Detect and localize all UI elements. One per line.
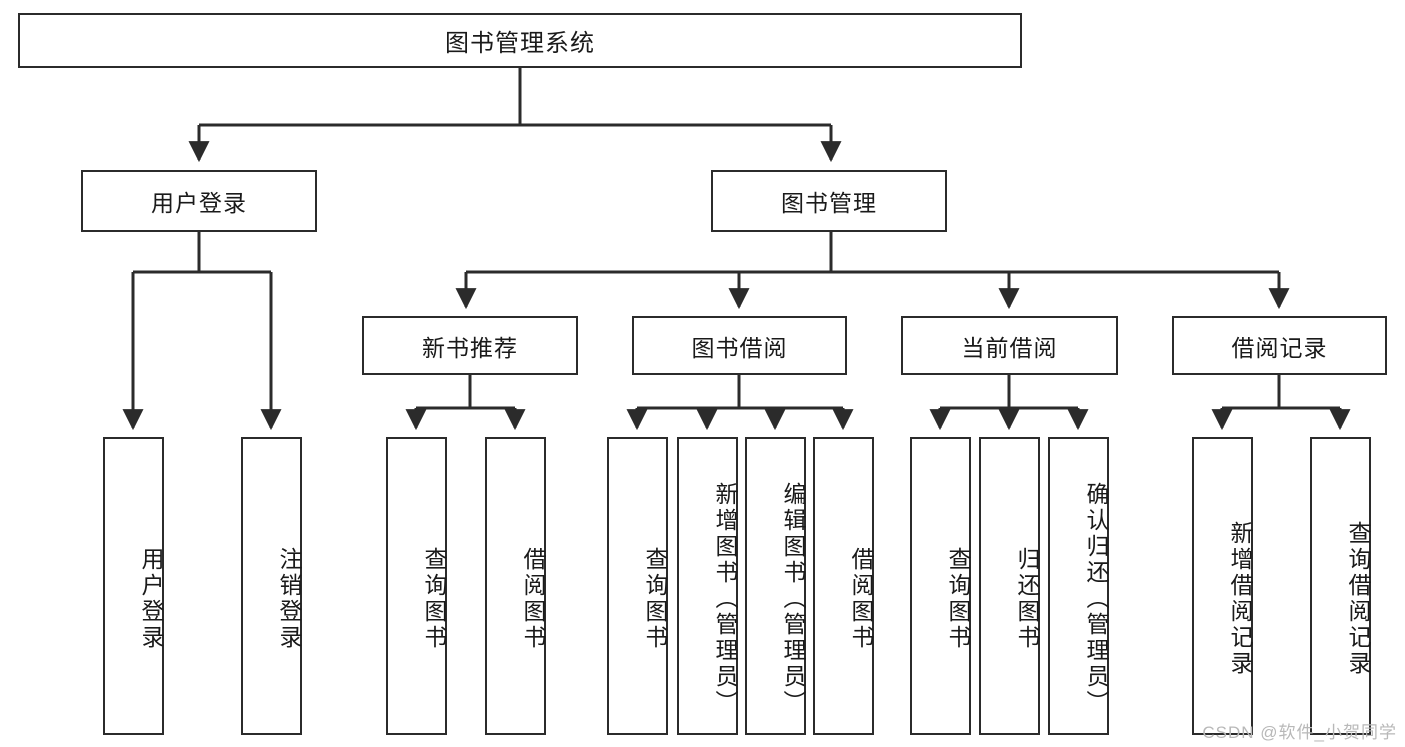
node-label: 图书管理系统 <box>445 30 595 57</box>
node-leaf-borrow-book[interactable]: 借阅图书 <box>813 437 874 735</box>
node-label: 查询借阅记录 <box>1345 521 1371 677</box>
node-leaf-query-borrow-record[interactable]: 查询借阅记录 <box>1310 437 1371 735</box>
node-label: 注销登录 <box>276 547 302 651</box>
node-leaf-add-book-admin[interactable]: 新增图书（管理员） <box>677 437 738 735</box>
node-label: 用户登录 <box>138 547 164 651</box>
node-label: 查询图书 <box>945 547 971 651</box>
node-label: 确认归还（管理员） <box>1083 482 1109 716</box>
node-user-login[interactable]: 用户登录 <box>81 170 317 232</box>
node-leaf-confirm-return-admin[interactable]: 确认归还（管理员） <box>1048 437 1109 735</box>
node-label: 借阅图书 <box>848 547 874 651</box>
node-label: 新书推荐 <box>422 334 518 361</box>
node-book-management[interactable]: 图书管理 <box>711 170 947 232</box>
node-new-book-recommend[interactable]: 新书推荐 <box>362 316 578 375</box>
node-leaf-query-book-current[interactable]: 查询图书 <box>910 437 971 735</box>
node-leaf-user-login[interactable]: 用户登录 <box>103 437 164 735</box>
node-leaf-edit-book-admin[interactable]: 编辑图书（管理员） <box>745 437 806 735</box>
node-label: 图书借阅 <box>691 334 788 361</box>
node-label: 查询图书 <box>642 547 668 651</box>
node-leaf-borrow-book-recommend[interactable]: 借阅图书 <box>485 437 546 735</box>
node-root-book-management-system[interactable]: 图书管理系统 <box>18 13 1022 68</box>
node-label: 归还图书 <box>1014 547 1040 651</box>
node-label: 编辑图书（管理员） <box>780 482 806 716</box>
node-leaf-logout[interactable]: 注销登录 <box>241 437 302 735</box>
node-label: 新增借阅记录 <box>1227 521 1253 677</box>
node-leaf-return-book[interactable]: 归还图书 <box>979 437 1040 735</box>
node-label: 用户登录 <box>151 190 247 216</box>
node-label: 借阅图书 <box>520 547 546 651</box>
node-leaf-query-book-recommend[interactable]: 查询图书 <box>386 437 447 735</box>
csdn-watermark: CSDN @软件_小贺同学 <box>1202 723 1397 742</box>
node-current-borrow[interactable]: 当前借阅 <box>901 316 1118 375</box>
node-label: 查询图书 <box>421 547 447 651</box>
node-leaf-query-book-borrow[interactable]: 查询图书 <box>607 437 668 735</box>
node-borrow-record[interactable]: 借阅记录 <box>1172 316 1387 375</box>
node-leaf-add-borrow-record[interactable]: 新增借阅记录 <box>1192 437 1253 735</box>
node-label: 图书管理 <box>781 190 877 216</box>
node-label: 借阅记录 <box>1231 334 1328 361</box>
node-label: 当前借阅 <box>961 334 1058 361</box>
node-label: 新增图书（管理员） <box>712 482 738 716</box>
node-book-borrow[interactable]: 图书借阅 <box>632 316 847 375</box>
